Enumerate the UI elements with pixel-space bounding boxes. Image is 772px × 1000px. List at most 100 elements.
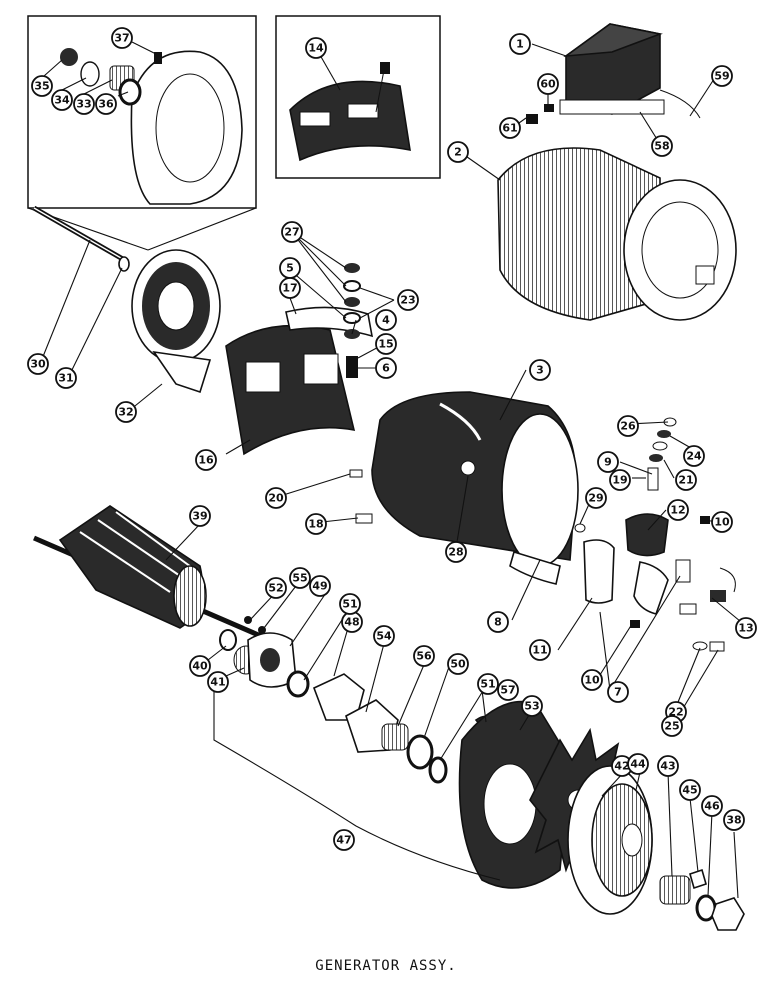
svg-text:13: 13 — [738, 622, 753, 635]
callout-30: 30 — [27, 353, 49, 375]
svg-text:60: 60 — [540, 78, 556, 91]
callout-49: 49 — [309, 575, 331, 597]
callouts: 1 2 3 4 5 6 7 8 9 10 10 11 12 13 14 15 1… — [27, 27, 757, 851]
svg-text:58: 58 — [654, 140, 669, 153]
svg-text:5: 5 — [286, 262, 294, 275]
svg-text:19: 19 — [612, 474, 627, 487]
svg-text:28: 28 — [448, 546, 463, 559]
generator-frame — [371, 391, 579, 585]
callout-17: 17 — [279, 277, 301, 299]
terminal-hardware-stack — [343, 263, 361, 378]
svg-text:1: 1 — [516, 38, 524, 51]
assembled-generator — [497, 147, 737, 321]
callout-11: 11 — [529, 639, 551, 661]
svg-text:48: 48 — [344, 616, 359, 629]
callout-51b: 51 — [477, 673, 499, 695]
callout-58: 58 — [651, 135, 673, 157]
callout-5: 5 — [279, 257, 301, 279]
svg-text:42: 42 — [614, 760, 629, 773]
svg-text:45: 45 — [682, 784, 697, 797]
svg-text:53: 53 — [524, 700, 539, 713]
svg-text:23: 23 — [400, 294, 415, 307]
callout-32: 32 — [115, 401, 137, 423]
svg-text:12: 12 — [670, 504, 685, 517]
svg-text:29: 29 — [588, 492, 603, 505]
svg-text:59: 59 — [714, 70, 729, 83]
svg-text:36: 36 — [98, 98, 114, 111]
callout-51a: 51 — [339, 593, 361, 615]
svg-text:41: 41 — [210, 676, 225, 689]
callout-43: 43 — [657, 755, 679, 777]
svg-text:7: 7 — [614, 686, 622, 699]
callout-16: 16 — [195, 449, 217, 471]
svg-text:31: 31 — [58, 372, 73, 385]
svg-text:37: 37 — [114, 32, 129, 45]
svg-text:44: 44 — [630, 758, 646, 771]
svg-text:21: 21 — [678, 474, 693, 487]
callout-46: 46 — [701, 795, 723, 817]
callout-45: 45 — [679, 779, 701, 801]
svg-text:34: 34 — [54, 94, 70, 107]
svg-text:2: 2 — [454, 146, 462, 159]
callout-38: 38 — [723, 809, 745, 831]
svg-text:16: 16 — [198, 454, 214, 467]
svg-text:3: 3 — [536, 364, 544, 377]
svg-text:35: 35 — [34, 80, 49, 93]
callout-21: 21 — [675, 469, 697, 491]
svg-text:24: 24 — [686, 450, 702, 463]
callout-9: 9 — [597, 451, 619, 473]
svg-text:51: 51 — [480, 678, 495, 691]
diagram-caption: GENERATOR ASSY. — [315, 958, 457, 974]
callout-19: 19 — [609, 469, 631, 491]
callout-13: 13 — [735, 617, 757, 639]
callout-1: 1 — [509, 33, 531, 55]
callout-34: 34 — [51, 89, 73, 111]
callout-10b: 10 — [581, 669, 603, 691]
svg-text:54: 54 — [376, 630, 392, 643]
callout-28: 28 — [445, 541, 467, 563]
callout-41: 41 — [207, 671, 229, 693]
callout-48: 48 — [341, 611, 363, 633]
callout-12: 12 — [667, 499, 689, 521]
svg-text:20: 20 — [268, 492, 284, 505]
callout-42: 42 — [611, 755, 633, 777]
voltage-regulator — [526, 23, 701, 124]
callout-59: 59 — [711, 65, 733, 87]
svg-text:61: 61 — [502, 122, 517, 135]
callout-56: 56 — [413, 645, 435, 667]
svg-text:8: 8 — [494, 616, 502, 629]
svg-text:47: 47 — [336, 834, 351, 847]
frame-screws — [349, 469, 373, 524]
callout-53: 53 — [521, 695, 543, 717]
armature — [33, 505, 271, 643]
callout-20: 20 — [265, 487, 287, 509]
callout-31: 31 — [55, 367, 77, 389]
svg-text:49: 49 — [312, 580, 327, 593]
brush-holder-parts — [574, 417, 736, 652]
callout-25: 25 — [661, 715, 683, 737]
callout-52: 52 — [265, 577, 287, 599]
callout-29: 29 — [585, 487, 607, 509]
svg-text:51: 51 — [342, 598, 357, 611]
inset-end-frame-detail — [27, 15, 257, 251]
svg-text:39: 39 — [192, 510, 207, 523]
callout-50: 50 — [447, 653, 469, 675]
through-bolt — [32, 205, 130, 272]
svg-text:57: 57 — [500, 684, 515, 697]
callout-4: 4 — [375, 309, 397, 331]
svg-text:18: 18 — [308, 518, 323, 531]
callout-6: 6 — [375, 357, 397, 379]
callout-15: 15 — [375, 333, 397, 355]
svg-text:52: 52 — [268, 582, 283, 595]
callout-35: 35 — [31, 75, 53, 97]
callout-40: 40 — [189, 655, 211, 677]
svg-text:50: 50 — [450, 658, 466, 671]
svg-text:9: 9 — [604, 456, 612, 469]
callout-14: 14 — [305, 37, 327, 59]
svg-text:15: 15 — [378, 338, 393, 351]
svg-text:55: 55 — [292, 572, 307, 585]
callout-47: 47 — [333, 829, 355, 851]
svg-text:30: 30 — [30, 358, 46, 371]
callout-37: 37 — [111, 27, 133, 49]
